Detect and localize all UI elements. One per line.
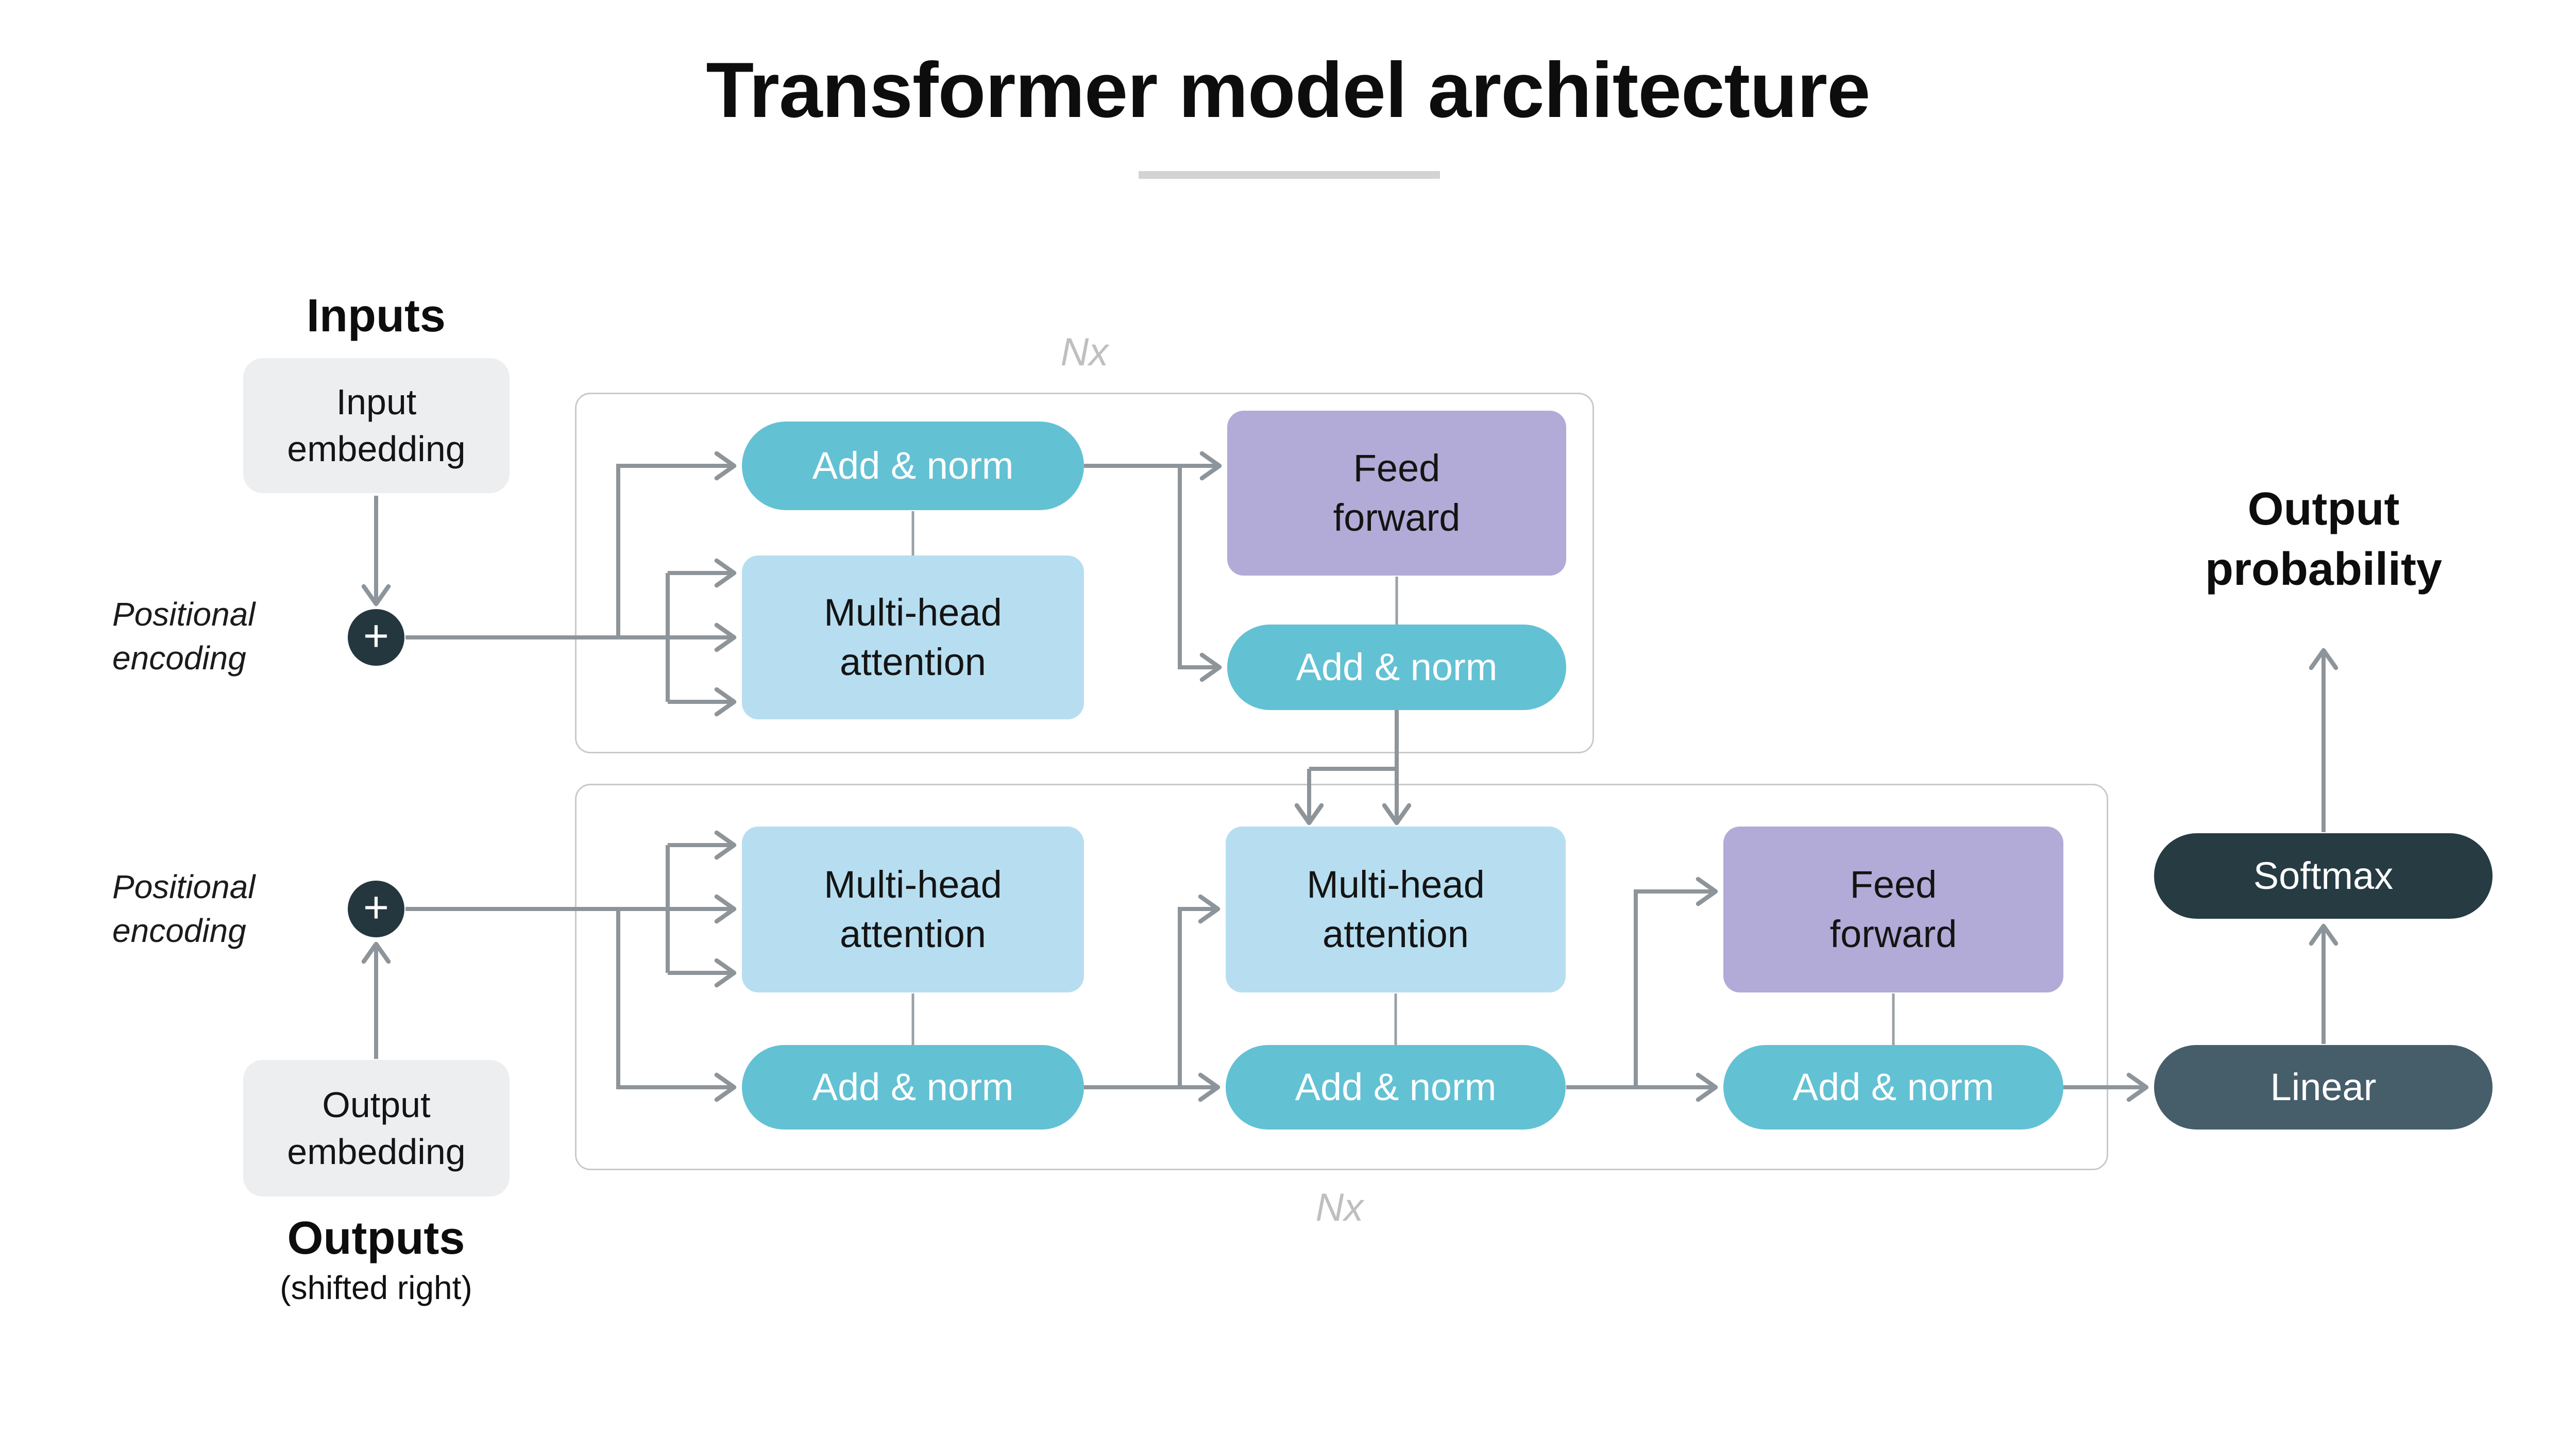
decoder-attention1-node: Multi-head attention	[742, 827, 1084, 992]
outputs-heading: Outputs	[287, 1212, 465, 1264]
encoder-feedforward-node: Feed forward	[1227, 411, 1566, 576]
positional-encoding-label-bottom: Positional encoding	[112, 868, 256, 950]
input-embedding-node: Input embedding	[243, 358, 510, 493]
output-embedding-label: Output embedding	[287, 1084, 466, 1172]
output-probability-heading: Output probability	[2205, 483, 2443, 595]
positional-add-circle-top: +	[348, 609, 404, 666]
linear-label: Linear	[2270, 1065, 2377, 1108]
softmax-label: Softmax	[2253, 854, 2394, 897]
positional-add-circle-bottom: +	[348, 881, 404, 937]
decoder-addnorm2-node: Add & norm	[1226, 1045, 1566, 1130]
title-underline	[1139, 171, 1440, 179]
softmax-node: Softmax	[2154, 833, 2493, 919]
arrow-branch-to-decoder-attention2	[1178, 894, 1221, 1087]
arrow-branch-to-decoder-addnorm1	[616, 909, 737, 1102]
decoder-attention2-node: Multi-head attention	[1226, 827, 1566, 992]
inputs-heading: Inputs	[307, 290, 446, 342]
addnorm-label: Add & norm	[812, 1065, 1014, 1108]
addnorm-label: Add & norm	[1295, 1065, 1497, 1108]
multi-head-attention-label: Multi-head attention	[824, 591, 1002, 683]
nx-label-encoder: Nx	[1060, 330, 1109, 374]
output-embedding-node: Output embedding	[243, 1060, 510, 1197]
plus-icon: +	[363, 611, 389, 661]
page-title: Transformer model architecture	[706, 46, 1870, 134]
positional-encoding-label-top: Positional encoding	[112, 596, 256, 677]
decoder-addnorm3-node: Add & norm	[1723, 1045, 2063, 1130]
arrow-branch-to-decoder-feedforward	[1634, 877, 1718, 1087]
multi-head-attention-label: Multi-head attention	[824, 863, 1002, 955]
arrow-branch-to-encoder-addnorm1	[616, 451, 737, 637]
encoder-attention-node: Multi-head attention	[742, 555, 1084, 719]
addnorm-label: Add & norm	[1296, 645, 1498, 688]
decoder-addnorm1-node: Add & norm	[742, 1045, 1084, 1130]
addnorm-label: Add & norm	[812, 444, 1014, 487]
nx-label-decoder: Nx	[1315, 1186, 1364, 1229]
decoder-feedforward-node: Feed forward	[1723, 827, 2063, 992]
encoder-addnorm1-node: Add & norm	[742, 422, 1084, 510]
feed-forward-label: Feed forward	[1333, 446, 1461, 539]
feed-forward-label: Feed forward	[1829, 863, 1957, 955]
plus-icon: +	[363, 883, 389, 932]
input-embedding-label: Input embedding	[287, 382, 466, 469]
addnorm-label: Add & norm	[1792, 1065, 1994, 1108]
encoder-addnorm2-node: Add & norm	[1227, 625, 1566, 710]
arrow-branch-to-encoder-addnorm2	[1178, 466, 1222, 682]
outputs-shifted-note: (shifted right)	[280, 1269, 472, 1306]
multi-head-attention-label: Multi-head attention	[1307, 863, 1485, 955]
linear-node: Linear	[2154, 1045, 2493, 1130]
